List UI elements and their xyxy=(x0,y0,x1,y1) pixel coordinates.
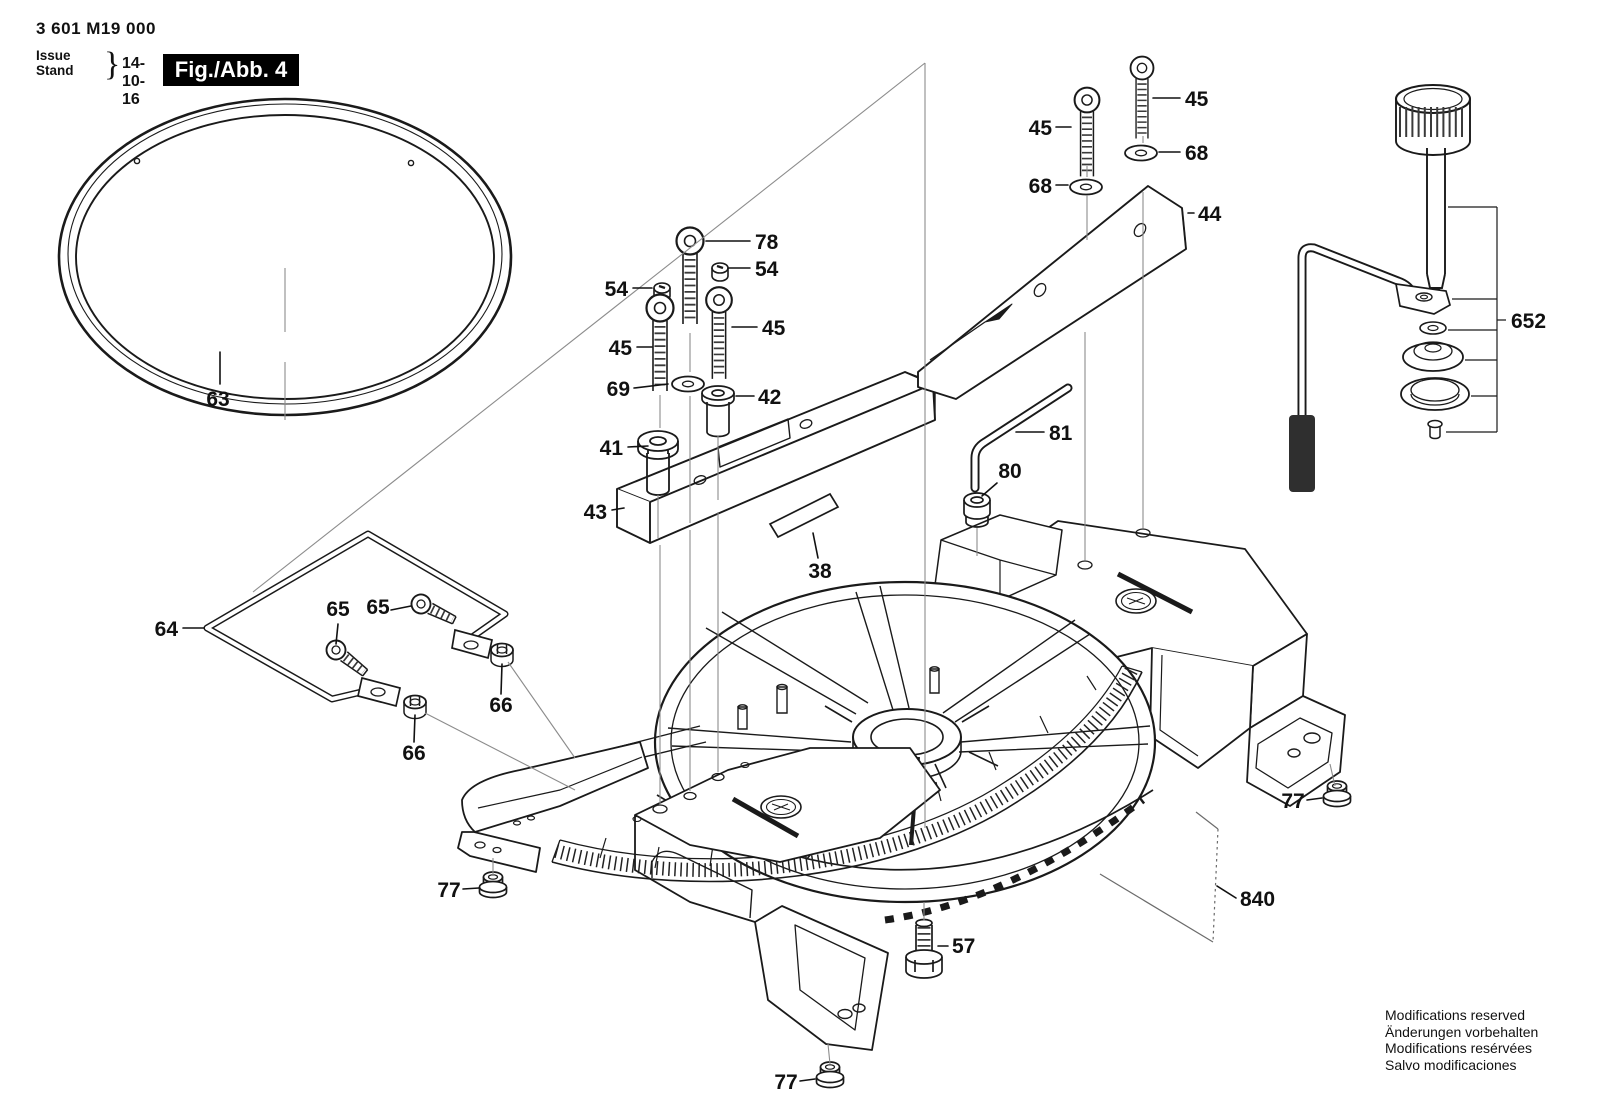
issue-date: 14-10-16 xyxy=(122,55,146,108)
part-label-77-right: 77 xyxy=(1281,790,1304,813)
part-label-68-right: 68 xyxy=(1185,142,1209,165)
part-label-66-lower: 66 xyxy=(402,742,425,765)
note-line-es: Salvo modificaciones xyxy=(1385,1056,1517,1073)
part-label-45-mid-left: 45 xyxy=(609,337,633,360)
flange-nut-77-right xyxy=(1322,780,1352,808)
stand-label: Stand xyxy=(36,63,74,78)
grommet-80 xyxy=(963,492,991,528)
screw-45-top-right xyxy=(1131,57,1154,139)
bolt-57 xyxy=(905,918,943,979)
part-label-64: 64 xyxy=(155,618,179,641)
part-label-57: 57 xyxy=(952,935,975,958)
screw-45-mid-left xyxy=(647,295,674,392)
screw-45-top-left xyxy=(1075,88,1100,177)
part-label-44: 44 xyxy=(1198,203,1222,226)
part-label-80: 80 xyxy=(998,460,1021,483)
washer-69 xyxy=(671,375,705,393)
flange-nut-77-bottom xyxy=(815,1061,845,1089)
part-label-54-right: 54 xyxy=(755,258,779,281)
bolt-65-left xyxy=(323,637,371,681)
screw-45-mid-right xyxy=(706,287,732,379)
issue-label: Issue xyxy=(36,48,71,63)
bushing-42 xyxy=(701,385,735,438)
part-label-41: 41 xyxy=(600,437,624,460)
brand-emblem-left xyxy=(760,795,802,819)
nut-54-right xyxy=(710,261,730,283)
part-label-652: 652 xyxy=(1511,310,1546,333)
part-label-77-bottom: 77 xyxy=(774,1071,797,1094)
insert-plate-part-44 xyxy=(917,185,1187,400)
part-label-43: 43 xyxy=(584,501,607,524)
screw-78 xyxy=(677,228,704,325)
part-label-45-top-left: 45 xyxy=(1029,117,1053,140)
part-label-68-left: 68 xyxy=(1029,175,1053,198)
part-label-45-top-right: 45 xyxy=(1185,88,1209,111)
part-label-81: 81 xyxy=(1049,422,1073,445)
part-label-69: 69 xyxy=(607,378,630,401)
brace-glyph: } xyxy=(104,46,121,83)
miter-scale xyxy=(551,665,1143,883)
part-label-63: 63 xyxy=(206,388,229,411)
leader-lines xyxy=(182,97,1323,1082)
bolt-65-right xyxy=(408,591,458,628)
turntable-posts xyxy=(737,666,940,730)
modifications-note: Modifications reserved Änderungen vorbeh… xyxy=(1385,1007,1538,1073)
part-label-38: 38 xyxy=(808,560,832,583)
note-line-fr: Modifications resérvées xyxy=(1385,1040,1533,1056)
issue-stand-block: Issue Stand } 14-10-16 xyxy=(36,46,145,108)
washer-68-right xyxy=(1124,144,1158,162)
part-label-78: 78 xyxy=(755,231,779,254)
brand-emblem-right xyxy=(1115,588,1157,614)
part-label-54-left: 54 xyxy=(605,278,629,301)
knob-assembly-652 xyxy=(1289,83,1506,492)
nut-66-upper xyxy=(490,642,514,668)
part-label-66-upper: 66 xyxy=(489,694,512,717)
part-number: 3 601 M19 000 xyxy=(36,19,156,38)
part-label-45-mid-right: 45 xyxy=(762,317,786,340)
base-left-wing xyxy=(457,741,941,1051)
figure-label-box: Fig./Abb. 4 xyxy=(163,54,299,86)
projection-lines xyxy=(252,62,1336,1065)
figure-label: Fig./Abb. 4 xyxy=(174,57,288,82)
fence-part-43 xyxy=(616,371,936,544)
note-line-en: Modifications reserved xyxy=(1385,1007,1526,1023)
note-line-de: Änderungen vorbehalten xyxy=(1385,1023,1539,1040)
plate-part-38 xyxy=(768,492,840,539)
part-label-77-left: 77 xyxy=(437,879,460,902)
header: 3 601 M19 000 xyxy=(36,19,156,39)
part-labels: 78 54 54 45 45 69 42 41 43 38 45 45 68 6… xyxy=(155,88,1546,1094)
part-label-840: 840 xyxy=(1240,888,1275,911)
part-label-65-left: 65 xyxy=(326,598,350,621)
projection-wedge-840 xyxy=(1099,811,1219,943)
washer-68-left xyxy=(1069,178,1103,196)
bracket-652 xyxy=(1446,206,1506,433)
hex-key-81 xyxy=(970,383,1073,493)
part-label-65-right: 65 xyxy=(366,596,390,619)
clamp-frame-64 xyxy=(203,530,509,708)
part-label-42: 42 xyxy=(758,386,781,409)
